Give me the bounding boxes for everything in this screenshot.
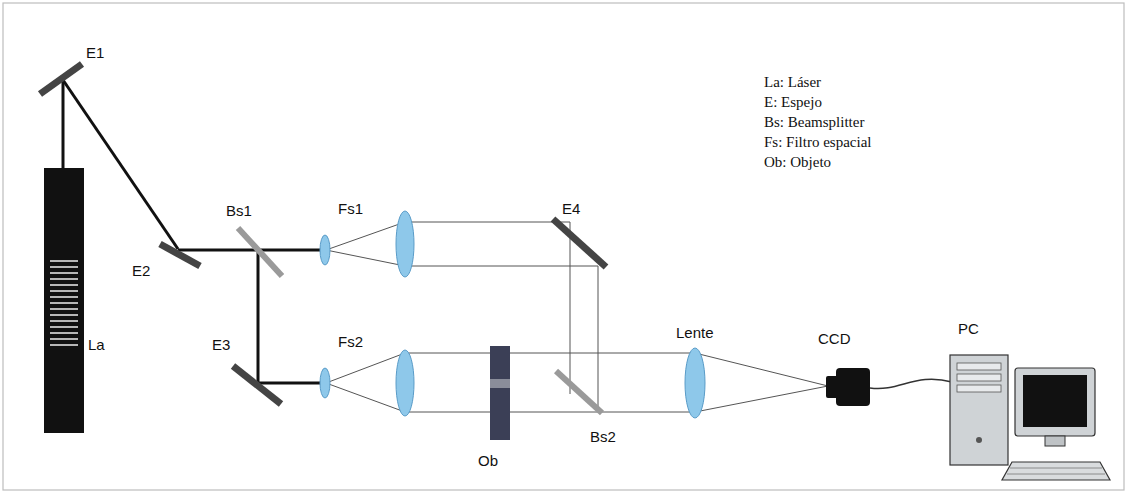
laser-body xyxy=(44,168,84,433)
part-label: Bs1 xyxy=(226,202,252,219)
frame xyxy=(3,3,1124,490)
part-label: E4 xyxy=(562,200,580,217)
part-label: E3 xyxy=(212,336,230,353)
legend-text: Bs: Beamsplitter xyxy=(764,114,864,131)
lens xyxy=(320,211,705,418)
part-label: Ob xyxy=(478,452,498,469)
part-label: Fs1 xyxy=(338,200,363,217)
object-holder xyxy=(490,346,510,440)
part-label: Bs2 xyxy=(590,428,616,445)
ccd-camera xyxy=(826,368,952,406)
beam xyxy=(63,80,322,383)
part-label: Fs2 xyxy=(338,333,363,350)
part-label: E1 xyxy=(86,44,104,61)
part-label: La xyxy=(88,336,105,353)
legend-text: E: Espejo xyxy=(764,94,822,111)
beamsplitter xyxy=(238,228,602,413)
part-label: PC xyxy=(958,320,979,337)
computer xyxy=(950,355,1110,480)
object-sample xyxy=(490,379,510,388)
part-label: E2 xyxy=(132,262,150,279)
laser-medium xyxy=(50,256,78,346)
part-label: CCD xyxy=(818,330,851,347)
mirror xyxy=(40,64,606,404)
legend-text: Fs: Filtro espacial xyxy=(764,134,872,151)
part-label: Lente xyxy=(676,324,714,341)
legend-text: La: Láser xyxy=(764,74,821,91)
legend-text: Ob: Objeto xyxy=(764,154,831,171)
